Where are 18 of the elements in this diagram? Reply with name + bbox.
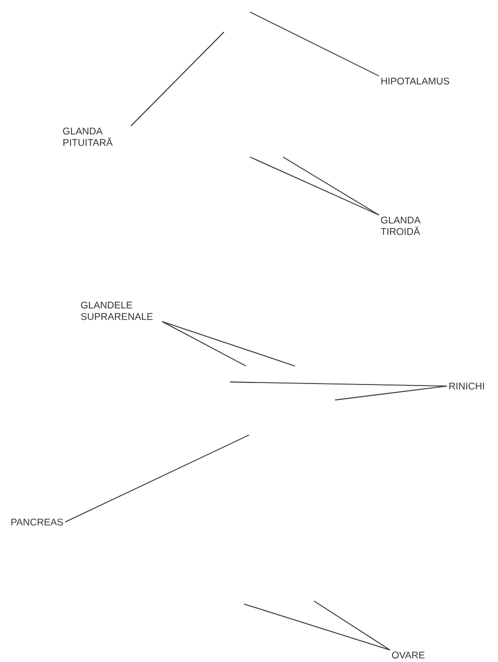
- part-label: HIPOTALAMUS: [381, 78, 450, 84]
- leader-line: [244, 604, 390, 650]
- part-label: GLANDELE SUPRARENALE: [81, 302, 153, 320]
- part-label: OVARE: [392, 652, 425, 658]
- leader-line: [250, 156, 380, 216]
- part-label: GLANDA PITUITARĂ: [63, 128, 113, 146]
- leader-line: [130, 32, 224, 126]
- leader-line: [230, 382, 448, 387]
- leader-line: [334, 386, 448, 400]
- leader-line: [64, 434, 250, 523]
- part-label: GLANDA TIROIDĂ: [380, 216, 421, 235]
- part-label: RINICHI: [449, 382, 484, 390]
- part-label: PANCREAS: [11, 518, 63, 526]
- leader-line: [162, 321, 246, 366]
- leader-line: [282, 156, 380, 216]
- leader-line: [314, 600, 390, 650]
- leader-line: [250, 12, 380, 76]
- leader-line: [162, 321, 296, 366]
